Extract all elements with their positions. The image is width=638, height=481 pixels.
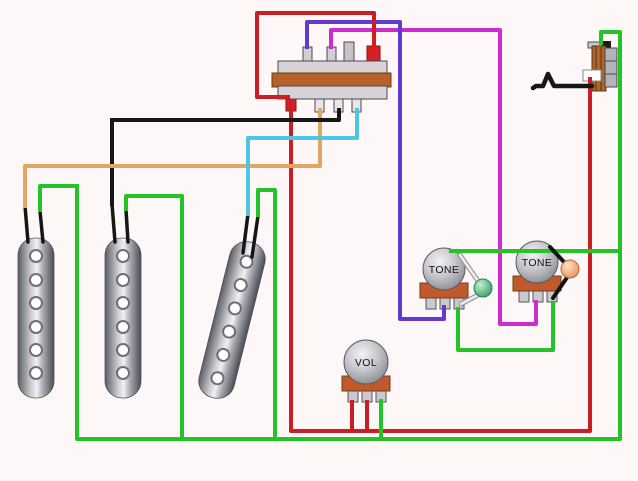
pickup-selector-switch [271, 41, 392, 113]
middle-pickup [104, 237, 142, 399]
cyan-wire-bridge-pickup [246, 108, 359, 216]
magenta-wire-tone-right [329, 28, 538, 326]
green-tone-lug-link [456, 301, 555, 352]
green-ground-bus [75, 30, 622, 441]
tone-left-body [422, 247, 466, 291]
red-wire-lower [289, 77, 592, 433]
neck-pickup-poles [29, 249, 43, 380]
middle-pickup-body [104, 237, 142, 399]
red-wire-switch-jumper [255, 11, 376, 99]
jack-wood-body [591, 45, 607, 92]
switch-top-bar [277, 60, 388, 75]
volume-pot: VOL [341, 339, 391, 403]
switch-bottom-bar [277, 85, 388, 100]
middle-pickup-poles [116, 249, 130, 380]
neck-pickup [17, 237, 55, 399]
pickup-lead-wires [23, 202, 260, 259]
purple-wire-tone-left [305, 20, 446, 321]
tone-capacitor-right [548, 245, 580, 300]
cap-right-wire [548, 245, 570, 300]
volume-label: VOL [355, 357, 377, 369]
black-wire-middle-pickup-run [110, 108, 341, 122]
green-neck-pickup-ground [38, 184, 79, 212]
bridge-pickup-poles [210, 254, 254, 386]
tone-left-label: TONE [429, 264, 460, 276]
jack-barrel-segment [604, 73, 618, 88]
tone-right-label: TONE [522, 257, 553, 269]
tone-capacitor-left [457, 252, 493, 307]
jack-barrel-segment [604, 60, 618, 75]
bridge-pickup-body [198, 241, 266, 399]
tone-pot-left: TONE [419, 247, 469, 310]
green-bridge-pickup-ground [256, 188, 277, 439]
jack-barrel-segment [604, 47, 618, 62]
black-wire-jack-ground-pigtail [530, 71, 595, 91]
green-ground-wires [38, 30, 622, 441]
cap-left-body [473, 278, 493, 298]
switch-middle-bar [271, 72, 392, 88]
output-jack [582, 41, 618, 92]
green-middle-pickup-ground [124, 194, 184, 439]
cap-left-wire [458, 253, 482, 306]
volume-body [343, 339, 389, 385]
neck-pickup-body [17, 237, 55, 399]
cap-right-body [560, 259, 580, 279]
bridge-pickup [198, 241, 266, 399]
